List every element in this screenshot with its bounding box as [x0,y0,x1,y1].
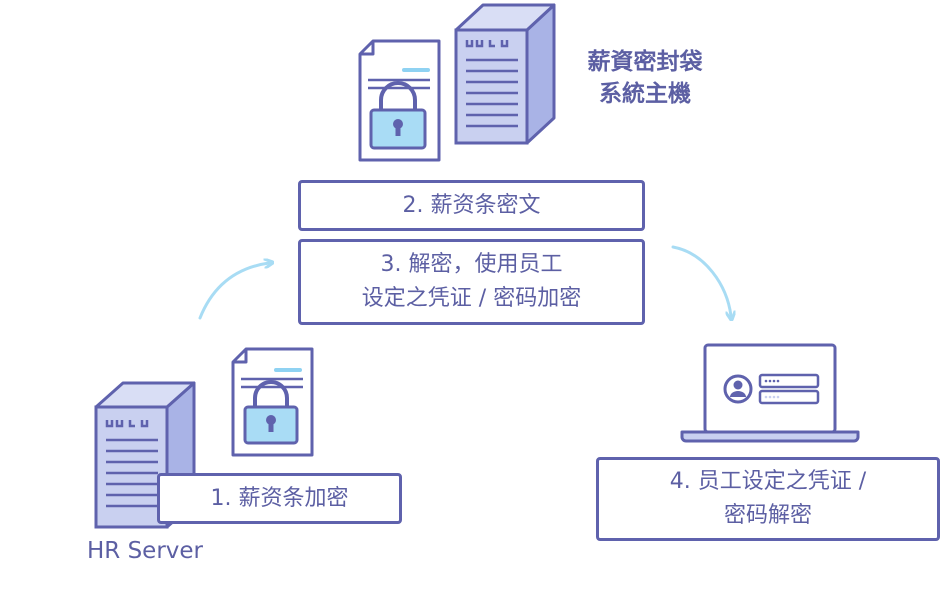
step-3-text-line1: 3. 解密，使用员工 [380,252,563,277]
step-2-box: 2. 薪资条密文 [298,180,645,231]
step-4-text-line1: 4. 员工设定之凭证 / [669,469,867,494]
top-server-icon [454,3,556,145]
top-server-label: 薪資密封袋 系統主機 [560,46,730,110]
top-encrypted-document-icon [358,39,441,162]
step-1-box: 1. 薪资条加密 [157,473,402,524]
step-3-text-line2: 设定之凭证 / 密码加密 [361,286,582,311]
arrow-top-to-laptop [671,245,731,316]
arrow-hr-to-top [198,263,269,320]
step-2-text: 2. 薪资条密文 [402,192,541,218]
top-server-label-line2: 系統主機 [599,81,691,107]
step-1-text: 1. 薪资条加密 [210,485,349,511]
user-avatar-icon [723,374,753,404]
top-server-label-line1: 薪資密封袋 [587,49,703,75]
hr-server-label: HR Server [86,538,203,564]
employee-laptop-icon [680,343,860,443]
hr-server-icon [94,381,196,529]
step-3-box: 3. 解密，使用员工 设定之凭证 / 密码加密 [298,239,645,325]
step-4-text-line2: 密码解密 [723,503,812,528]
hr-encrypted-document-icon [231,347,314,457]
step-4-box: 4. 员工设定之凭证 / 密码解密 [596,457,940,541]
